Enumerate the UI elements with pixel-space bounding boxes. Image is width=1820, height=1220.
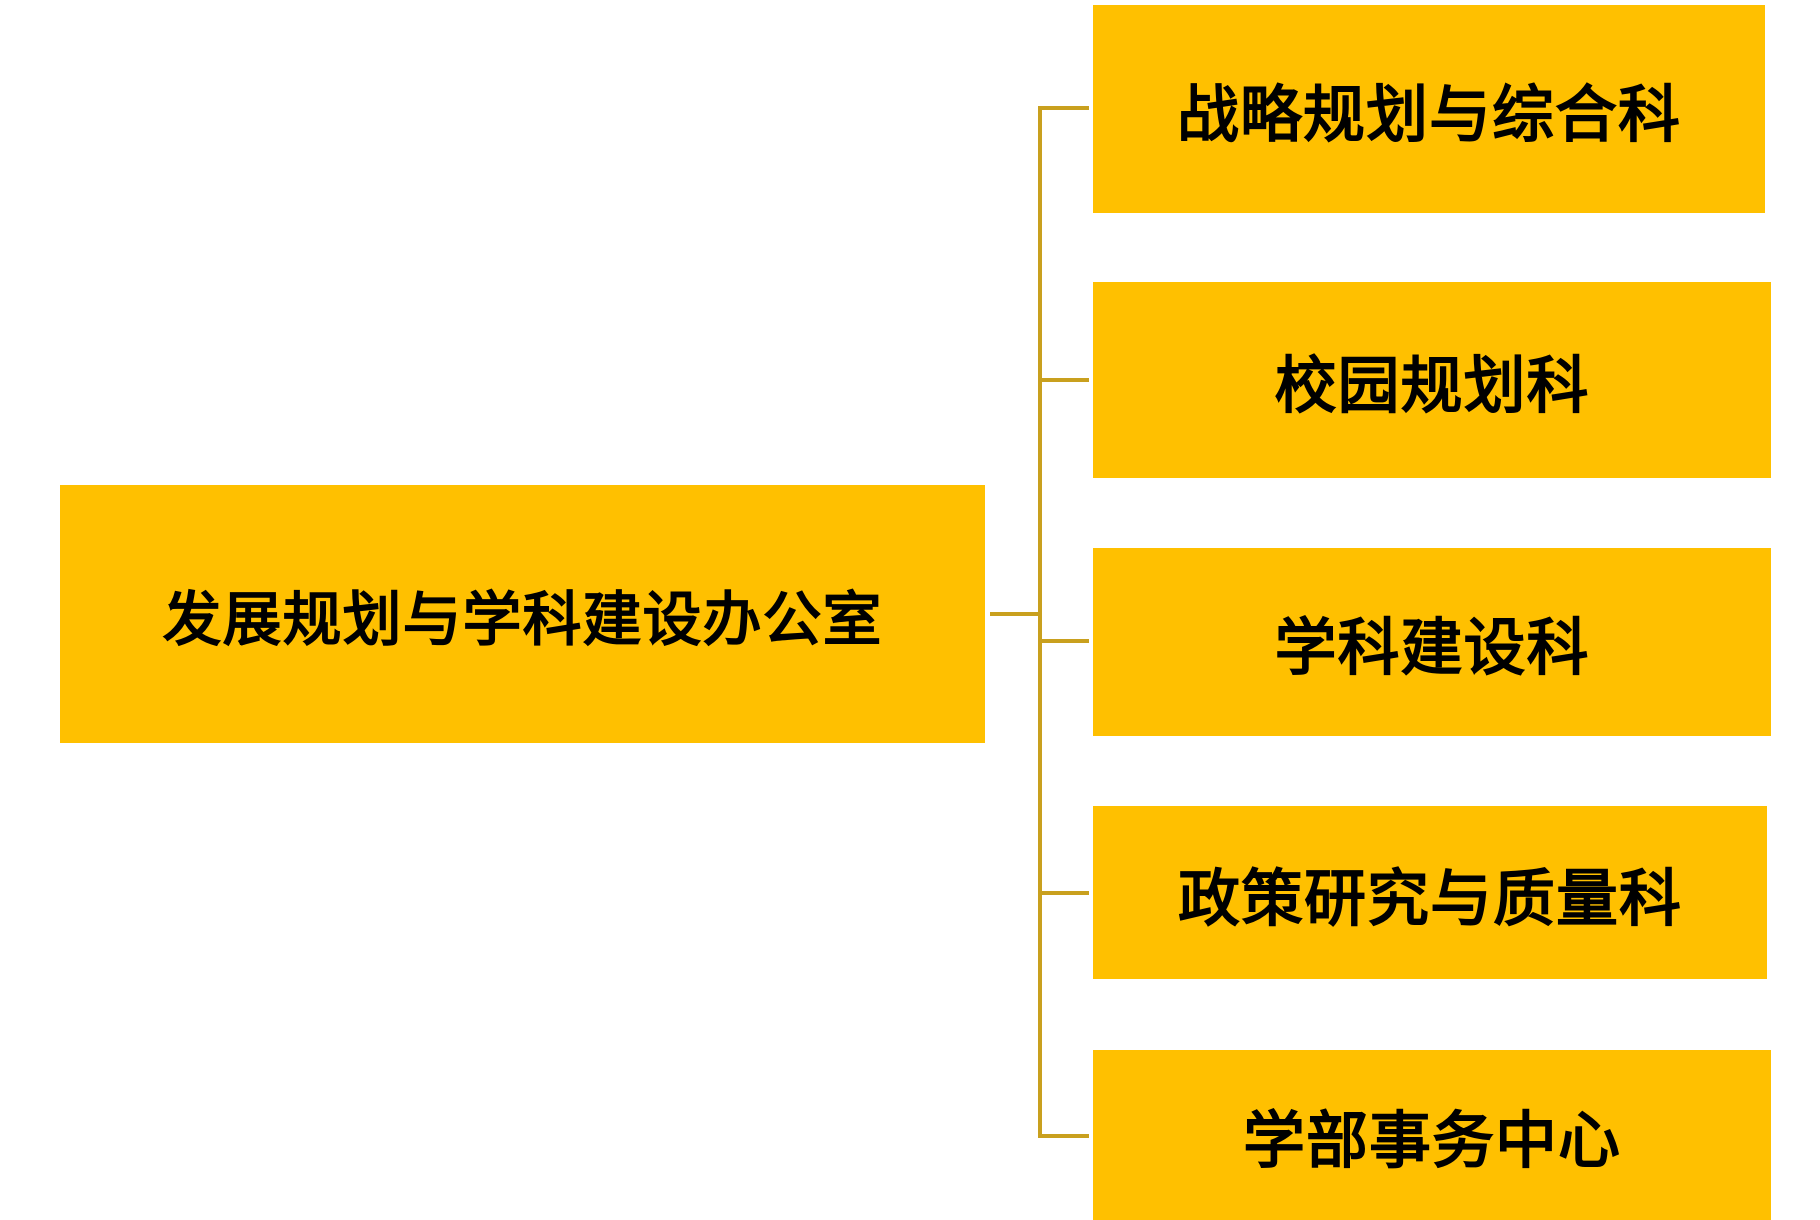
child-box-label: 政策研究与质量科 [1177,861,1682,935]
root-box-department-office: 发展规划与学科建设办公室 [60,485,985,743]
child-box-strategy-planning: 战略规划与综合科 [1093,5,1765,213]
connector-trunk [1038,106,1042,1138]
child-box-faculty-affairs-center: 学部事务中心 [1093,1050,1771,1220]
child-box-label: 战略规划与综合科 [1176,78,1681,151]
child-box-campus-planning: 校园规划科 [1093,282,1771,478]
connector-branch-4 [1038,1134,1089,1138]
connector-branch-1 [1038,378,1089,382]
child-box-label: 校园规划科 [1274,349,1590,422]
connector-branch-3 [1038,891,1089,895]
child-box-label: 学科建设科 [1274,611,1590,684]
child-box-label: 学部事务中心 [1242,1104,1621,1177]
child-box-discipline-construction: 学科建设科 [1093,548,1771,736]
connector-root-stub [990,612,1042,616]
connector-branch-2 [1038,639,1089,643]
connector-branch-0 [1038,106,1089,110]
root-box-label: 发展规划与学科建设办公室 [162,584,883,654]
child-box-policy-research-quality: 政策研究与质量科 [1093,806,1767,979]
